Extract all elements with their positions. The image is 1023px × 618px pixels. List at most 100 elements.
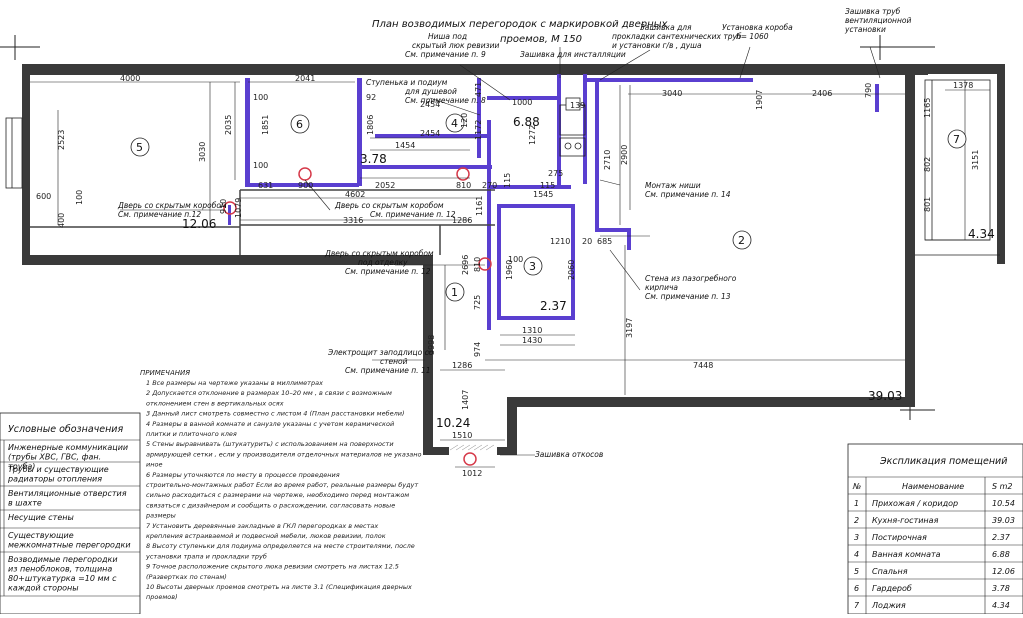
note-line: армирующей сетки , если у производителя … [146,450,422,458]
dim-label: 685 [597,237,612,246]
explication-row-num: 1 [854,499,859,508]
room-number-circles [130,113,967,302]
explication-row-area: 4.34 [992,601,1010,610]
dim-label: 801 [923,197,932,212]
callout-niche-mount-2: См. примечание п. 14 [645,190,731,199]
callout-panel-3: См. примечание п. 11 [345,366,431,375]
note-line: установки трапа и прокладки труб [145,552,267,560]
area-room-5: 12.06 [182,217,216,231]
dim-label: 100 [508,255,523,264]
area-room-2: 39.03 [868,389,902,403]
explication-row-name: Спальня [872,567,908,576]
dim-label: 1407 [461,390,470,410]
legend-item-text: труба) [8,462,35,471]
explication-row-area: 6.88 [992,550,1010,559]
callout-panel-1: Электрощит заподлицо со [327,348,434,357]
dim-label: 2900 [620,145,629,165]
room-number-3: 3 [529,260,536,273]
callout-box-2: h= 1060 [736,32,769,41]
callout-door-b-1: Дверь со скрытым коробом [334,201,444,210]
callout-door-c-3: См. примечание п. 12 [345,267,431,276]
bearing-walls [22,64,1005,455]
callout-door-b-2: См. примечание п. 12 [370,210,456,219]
callout-door-c-2: под отделку [358,258,408,267]
legend-item-text: 80+штукатурка =10 мм с [8,574,117,583]
dim-label: 802 [923,157,932,172]
callout-installation: Зашивка для инсталляции [520,50,626,59]
note-line: крепления встраиваемой и подвесной мебел… [146,532,386,540]
dim-label: 100 [253,93,268,102]
note-line: (Развертках по стенам) [146,573,227,581]
dim-label: 20 [582,237,592,246]
explication-row-name: Лоджия [871,601,906,610]
area-room-3: 2.37 [540,299,567,313]
note-line: 3 Данный лист смотреть совместно с листо… [146,410,405,418]
dim-label: 92 [366,93,376,102]
note-line: плитки и плиточного клея [146,430,237,438]
dim-label: 1172 [474,120,483,140]
note-line: 10 Высоты дверных проемов смотреть на ли… [146,583,412,591]
dim-label: 810 [473,257,482,272]
door-markers [223,167,492,466]
dim-label: 270 [482,181,497,190]
dim-label: 3040 [662,89,682,98]
explication-row-name: Постирочная [872,533,927,542]
explication-title: Экспликация помещений [879,456,1007,467]
dim-label: 275 [548,169,563,178]
dim-label: 900 [298,181,313,190]
notes-block: ПРИМЕЧАНИЯ 1 Все размеры на чертеже указ… [140,369,422,601]
existing-partitions [30,189,495,255]
title-line-2: проемов, М 150 [500,34,582,45]
dim-label: 2710 [603,150,612,170]
explication-row-area: 39.03 [992,516,1015,525]
dim-label: 4602 [345,190,365,199]
explication-row-name: Гардероб [872,584,912,593]
explication-row-area: 12.06 [992,567,1015,576]
dim-label: 139 [570,101,585,110]
note-line: 8 Высоту ступеньки для подиума определяе… [146,542,415,550]
explication-row-area: 10.54 [992,499,1015,508]
explication-header-area: S m2 [992,482,1013,491]
explication-row-num: 6 [854,584,859,593]
note-line: проемов) [146,593,178,601]
dim-label: 1079 [234,198,243,218]
callout-pipes-1: Зашивка для [640,23,692,32]
legend-item-text: Существующие [8,531,74,540]
callout-box-1: Установка короба [722,23,793,32]
left-window [5,117,23,189]
area-room-6: 3.78 [360,152,387,166]
legend-item-text: каждой стороны [8,584,79,593]
callout-step-3: См. примечание п. 8 [405,96,486,105]
dim-label: 810 [456,181,471,190]
loggia-glazing [915,79,1000,256]
legend-item-text: из пеноблоков, толщина [8,565,112,574]
explication-row-num: 3 [854,533,859,542]
dim-label: 1000 [512,98,532,107]
legend-item-text: Вентиляционные отверстия [8,489,127,498]
callout-niche-1: Ниша под [428,32,467,41]
callout-niche-2: скрытый люк ревизии [412,41,499,50]
dim-label: 1165 [923,98,932,118]
dim-label: 1272 [528,125,537,145]
legend-item-text: Возводимые перегородки [8,555,118,564]
area-room-4: 6.88 [513,115,540,129]
dim-label: 2523 [57,130,66,150]
legend-item-text: (трубы ХВС, ГВС, фан. [8,453,101,462]
explication-header-name: Наименование [902,482,964,491]
callout-step-2: для душевой [404,87,457,96]
room-number-1: 1 [451,286,458,299]
legend-item-text: в шахте [8,499,42,508]
utility-block [559,97,586,157]
dim-label: 1960 [505,260,514,280]
dim-label: 2454 [420,100,440,109]
legend-block: Условные обозначения Инженерные коммуник… [0,412,141,615]
dim-label: 910 [219,199,228,214]
note-line: 7 Установить деревянные закладные в ГКЛ … [146,522,378,530]
dim-label: 631 [258,181,273,190]
note-line: 4 Размеры в ванной комнате и санузле ука… [146,420,394,428]
room-number-7: 7 [953,133,960,146]
dim-label: 3316 [343,216,363,225]
callout-panel-2: стеной [380,357,408,366]
